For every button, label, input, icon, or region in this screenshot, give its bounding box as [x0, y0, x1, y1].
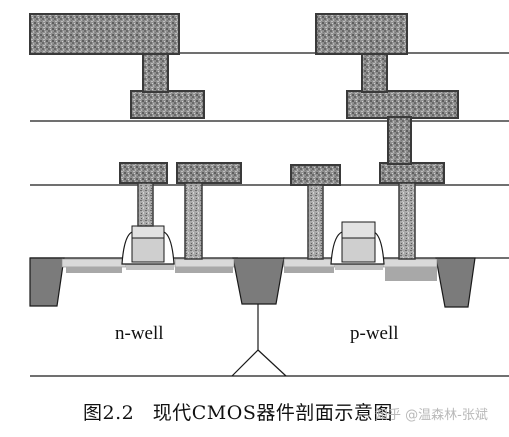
shallow-trench-isolation [29, 257, 476, 308]
pwell-sd-left-silicide [284, 267, 334, 273]
source-drain-regions [61, 258, 438, 281]
figure-caption: 图2.2 现代CMOS器件剖面示意图 知乎 @温森林-张斌 [0, 396, 509, 428]
nwell-sd-right-silicide [175, 267, 233, 273]
contact-pmos-gate-plug [137, 182, 154, 227]
nwell-sd-left [61, 258, 127, 268]
p-well-label: p-well [350, 323, 399, 344]
figure-number: 图2.2 [83, 402, 135, 424]
metal-2-level [130, 51, 459, 165]
pmos-gate [121, 225, 175, 265]
pwell-sd-right [382, 258, 438, 268]
sti-right [435, 257, 476, 308]
nmos-gate [330, 221, 385, 265]
contact-nmos-drain-cap [379, 162, 445, 184]
contact-nmos-source-plug [307, 184, 324, 260]
contact-pmos-drain-cap [176, 162, 242, 184]
metal2-right [346, 90, 459, 119]
figure-title: 现代CMOS器件剖面示意图 [152, 402, 393, 424]
watermark: 知乎 @温森林-张斌 [375, 408, 488, 423]
sti-left [29, 257, 65, 307]
metal3-left [29, 13, 180, 55]
pmos-gate-poly [131, 236, 165, 263]
contacts [119, 162, 445, 260]
contact-pmos-drain-plug [184, 182, 203, 260]
nmos-gate-silicide [341, 221, 376, 239]
nmos-gate-poly [341, 236, 376, 263]
sti-center [232, 257, 285, 305]
well-boundary-right [257, 349, 287, 377]
via2-right [387, 116, 412, 165]
metal2-left [130, 90, 205, 119]
via1-right [361, 51, 388, 93]
nwell-channel-strip [126, 264, 174, 270]
contact-nmos-drain-plug [398, 182, 416, 260]
metal-3-level [29, 13, 408, 55]
metal3-right [315, 13, 408, 55]
pwell-sd-right-silicide [385, 267, 437, 281]
nwell-sd-left-silicide [66, 267, 122, 273]
pwell-sd-left [283, 258, 336, 268]
via1-left [142, 51, 169, 93]
nwell-sd-right [174, 258, 235, 268]
well-boundary [231, 304, 259, 377]
caption-text: 图2.2 现代CMOS器件剖面示意图 [83, 398, 393, 425]
contact-pmos-gate-cap [119, 162, 168, 184]
contact-nmos-source-cap [290, 164, 341, 186]
pwell-channel-strip [335, 264, 383, 270]
n-well-label: n-well [115, 323, 164, 344]
pmos-gate-silicide [131, 225, 165, 239]
